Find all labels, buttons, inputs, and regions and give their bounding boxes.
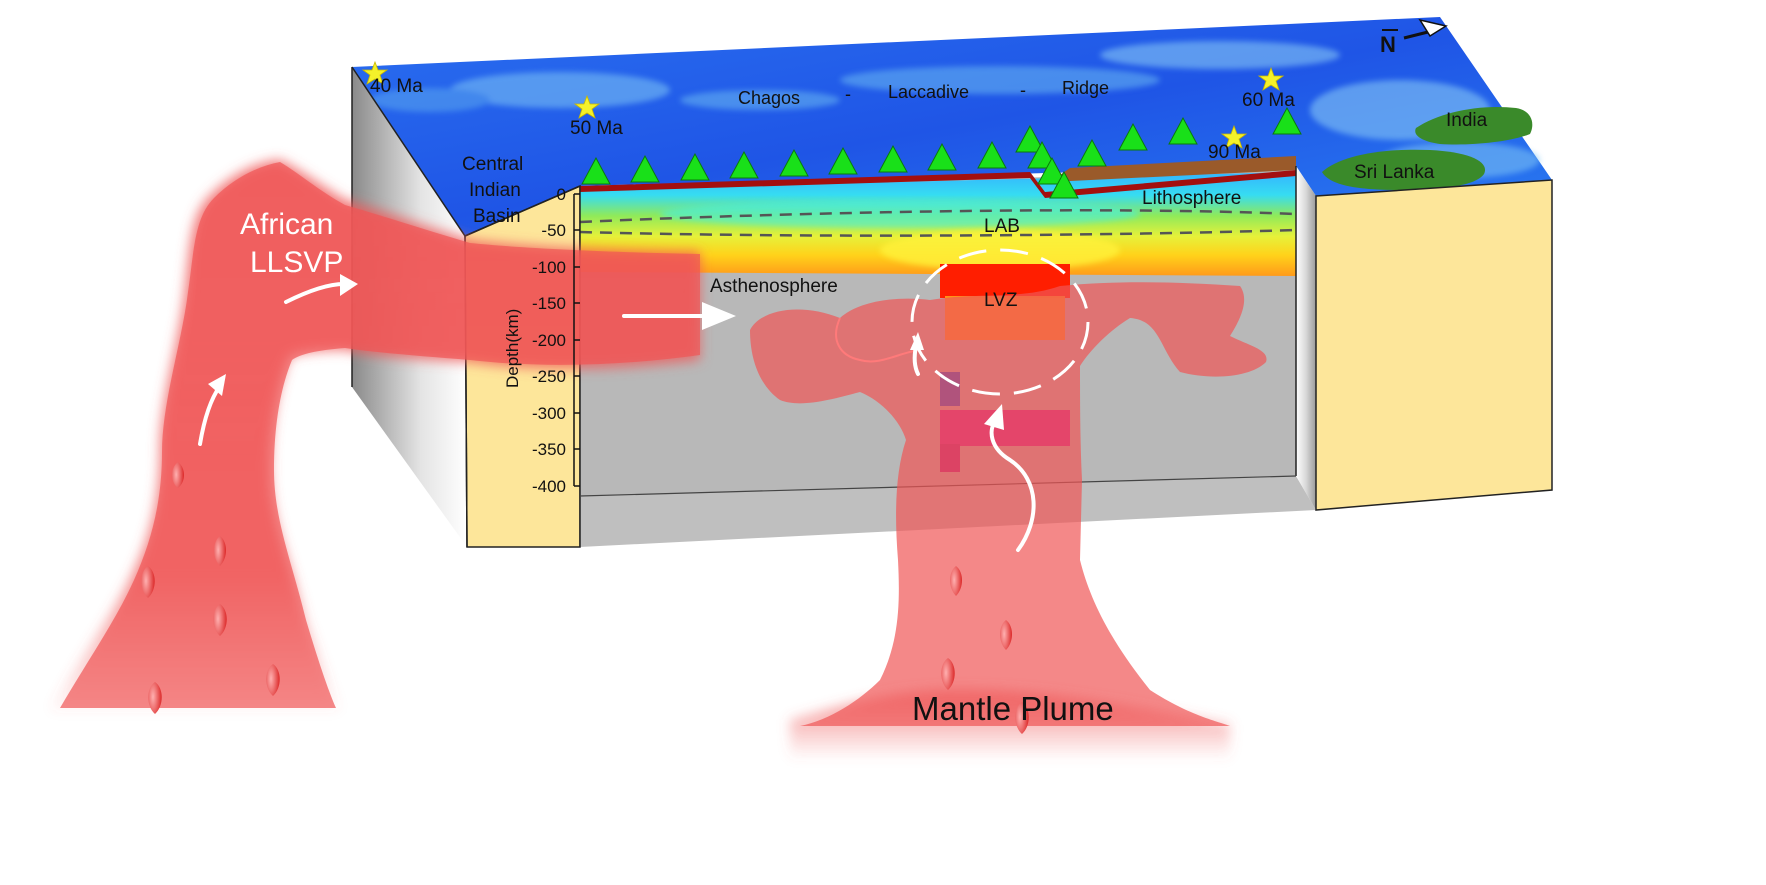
droplet-icon	[148, 682, 162, 724]
volcano-icon	[1272, 106, 1302, 135]
lab-dashed-line-2	[579, 228, 1297, 237]
depth-ticks	[574, 193, 580, 487]
depth-tick-label: 0	[557, 185, 566, 204]
volcano-icon	[828, 146, 858, 175]
volcano-icon	[927, 142, 957, 171]
age-label-60: 60 Ma	[1242, 90, 1295, 111]
basin-label-line-2: Indian	[469, 180, 521, 201]
depth-tick-label: -200	[532, 331, 566, 350]
volcano-icon	[630, 154, 660, 183]
arrow-head-icon	[340, 274, 358, 296]
depth-tick-label: -150	[532, 294, 566, 313]
depth-tick-label: -300	[532, 404, 566, 423]
star-icon	[361, 60, 389, 85]
arrow-head-icon	[910, 332, 924, 350]
age-label-90: 90 Ma	[1208, 142, 1261, 163]
india-landmass	[1415, 106, 1533, 145]
droplet-icon	[1000, 620, 1012, 660]
droplet-icon	[172, 462, 184, 498]
volcano-icon	[977, 140, 1007, 169]
african-llsvp-plume	[50, 160, 700, 710]
droplet-icon	[266, 664, 280, 706]
north-label: N	[1380, 32, 1396, 57]
north-arrow-head-icon	[1418, 18, 1448, 38]
volcano-icon	[878, 144, 908, 173]
basin-label-line-3: Basin	[473, 206, 521, 227]
india-label: India	[1446, 110, 1488, 131]
droplet-icon	[213, 604, 227, 646]
ridge-label-chagos: Chagos	[738, 88, 800, 108]
arrow-head-icon	[702, 302, 736, 330]
depth-axis-label: Depth(km)	[503, 309, 522, 388]
droplet-icon	[141, 566, 155, 608]
ridge-label-dash-2: -	[1020, 80, 1026, 100]
lab-label: LAB	[984, 216, 1020, 237]
depth-tick-label: -250	[532, 367, 566, 386]
plume-head	[750, 282, 1267, 726]
labels: 40 Ma 50 Ma 60 Ma 90 Ma Chagos - Laccadi…	[240, 76, 1488, 727]
volcano-icon	[1049, 170, 1079, 199]
lithosphere-cyan-band	[660, 200, 1140, 228]
volcano-icon	[1037, 156, 1067, 185]
star-icon	[573, 94, 601, 119]
arrow-head-icon	[208, 374, 226, 396]
volcano-icon	[581, 156, 611, 185]
sri-lanka-label: Sri Lanka	[1354, 162, 1435, 183]
north-arrow: N	[1380, 18, 1448, 57]
droplet-icon	[214, 536, 226, 576]
mantle-plume	[750, 282, 1267, 760]
droplet-icon	[1015, 702, 1029, 744]
arrow-plume-curve	[989, 418, 1036, 552]
llsvp-label-line-1: African	[240, 208, 333, 241]
plume-base-fan	[790, 690, 1230, 760]
volcano-icon	[1077, 138, 1107, 167]
basin-label-line-1: Central	[462, 154, 523, 175]
depth-tick-label: -400	[532, 477, 566, 496]
crust-brown	[1050, 156, 1296, 182]
volcano-icon	[1168, 116, 1198, 145]
ridge-label-ridge: Ridge	[1062, 78, 1109, 98]
asthenosphere-label: Asthenosphere	[710, 276, 838, 297]
volcano-icon	[779, 148, 809, 177]
star-icon	[1257, 66, 1285, 91]
droplet-icon	[941, 658, 955, 700]
hot-zone	[880, 230, 1120, 270]
droplet-icon	[950, 566, 962, 606]
depth-tick-label: -100	[532, 258, 566, 277]
volcano-icon	[680, 152, 710, 181]
crust-strip	[580, 170, 1296, 198]
front-face-right	[1315, 179, 1553, 511]
lvz-dashed-ellipse	[910, 248, 1090, 396]
plume-bulge	[835, 317, 921, 363]
flow-arrows	[198, 274, 1036, 552]
llsvp-body	[60, 162, 700, 708]
volcano-icon	[1015, 124, 1045, 153]
sri-lanka-landmass	[1322, 149, 1486, 190]
depth-axis: 0 -50 -100 -150 -200 -250 -300 -350 -400…	[503, 185, 580, 496]
age-label-50: 50 Ma	[570, 118, 623, 139]
lab-dashed-line-1	[579, 209, 1297, 224]
star-icon	[1220, 124, 1248, 149]
volcano-icon	[1027, 140, 1057, 169]
lvz-label: LVZ	[984, 290, 1018, 311]
melt-droplets	[141, 462, 1029, 744]
age-stars	[361, 60, 1285, 149]
llsvp-label-line-2: LLSVP	[250, 246, 343, 279]
age-label-40: 40 Ma	[370, 76, 423, 97]
ridge-label-dash-1: -	[845, 84, 851, 104]
cutaway-right-wall	[1296, 166, 1316, 510]
lithosphere-label: Lithosphere	[1142, 188, 1241, 209]
arrow-head-icon	[984, 404, 1004, 430]
depth-tick-label: -350	[532, 440, 566, 459]
volcano-icon	[729, 150, 759, 179]
volcano-icon	[1118, 122, 1148, 151]
mantle-plume-label: Mantle Plume	[912, 690, 1114, 727]
ridge-label-laccadive: Laccadive	[888, 82, 969, 102]
volcanoes	[581, 106, 1302, 199]
depth-tick-label: -50	[541, 221, 566, 240]
